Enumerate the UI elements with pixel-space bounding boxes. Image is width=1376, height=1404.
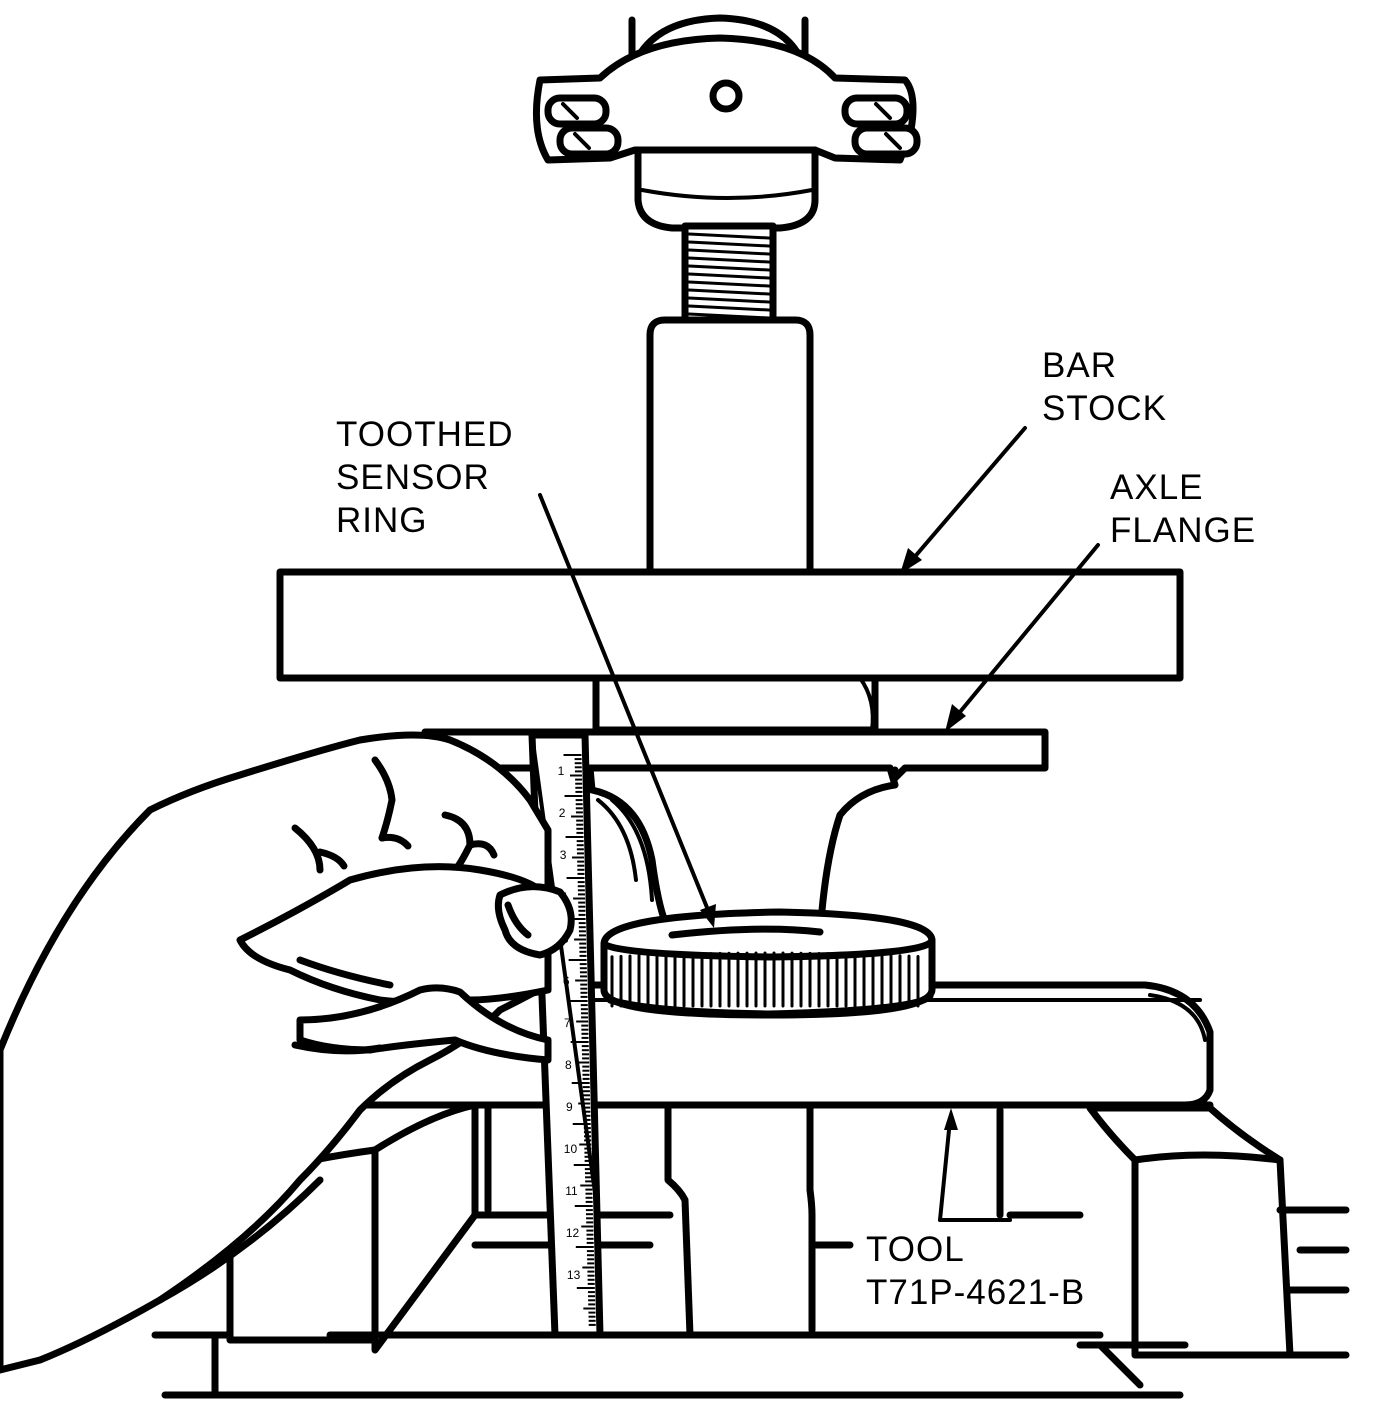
right-screw-lower — [851, 124, 921, 158]
left-screw-lower — [556, 124, 622, 158]
axle-flange-arrowhead — [945, 704, 966, 732]
ruler-mark: 2 — [559, 806, 566, 820]
thread-line — [687, 256, 771, 264]
ruler-mark: 11 — [565, 1184, 578, 1198]
ruler-mark: 1 — [558, 764, 565, 778]
thread-line — [687, 296, 771, 304]
leader-arrows — [538, 426, 1100, 1222]
label-axle-flange-line2: FLANGE — [1110, 511, 1257, 550]
ruler-mark: 10 — [564, 1142, 578, 1156]
label-toothed-sensor-ring-line3: RING — [336, 501, 428, 540]
ruler-mark: 3 — [560, 848, 567, 862]
label-tool-line1: TOOL — [866, 1230, 965, 1269]
label-toothed-sensor-ring-line2: SENSOR — [336, 458, 490, 497]
thread-line — [687, 280, 771, 288]
press-ram — [532, 14, 921, 326]
ruler-ticks — [563, 754, 596, 1326]
bar-stock — [276, 568, 1184, 682]
sensor-ring-arrowhead — [700, 904, 716, 928]
left-screw-upper — [544, 94, 610, 128]
label-bar-stock-line2: STOCK — [1042, 389, 1167, 428]
ruler-mark: 13 — [567, 1268, 581, 1282]
axle-hub — [592, 674, 879, 734]
thread-line — [687, 272, 771, 280]
ram-collar — [634, 146, 819, 232]
thread-line — [687, 288, 771, 296]
thread-line — [687, 248, 771, 256]
right-screw-upper — [841, 94, 911, 128]
hand — [0, 731, 575, 1374]
thumb-tip — [494, 883, 575, 959]
label-toothed-sensor-ring: TOOTHED SENSOR RING — [336, 413, 513, 542]
thread-line — [687, 264, 771, 272]
thread-line — [687, 304, 771, 312]
ruler-mark: 6 — [563, 974, 570, 988]
tool-base — [151, 1101, 1350, 1399]
ruler-mark: 8 — [565, 1058, 572, 1072]
label-bar-stock: BAR STOCK — [1042, 344, 1167, 430]
label-toothed-sensor-ring-line1: TOOTHED — [336, 415, 514, 454]
thread-line — [687, 232, 771, 240]
label-tool: TOOL T71P-4621-B — [866, 1228, 1085, 1314]
screw-threads — [687, 232, 771, 320]
toothed-sensor-ring — [600, 908, 936, 1019]
ruler-mark: 7 — [564, 1016, 571, 1030]
label-axle-flange: AXLE FLANGE — [1110, 466, 1256, 552]
label-bar-stock-line1: BAR — [1042, 346, 1117, 385]
ruler-mark: 12 — [566, 1226, 580, 1240]
ruler-mark: 9 — [566, 1100, 573, 1114]
ram-post — [646, 316, 814, 576]
bar-stock-arrowhead — [900, 548, 922, 574]
tool-arrowhead — [944, 1108, 958, 1130]
label-tool-line2: T71P-4621-B — [866, 1273, 1086, 1312]
thread-line — [687, 240, 771, 248]
ruler-marks: 12345678910111213 — [558, 764, 581, 1282]
yoke-hole — [709, 79, 743, 113]
label-axle-flange-line1: AXLE — [1110, 468, 1204, 507]
sensor-ring-teeth — [610, 951, 920, 1008]
